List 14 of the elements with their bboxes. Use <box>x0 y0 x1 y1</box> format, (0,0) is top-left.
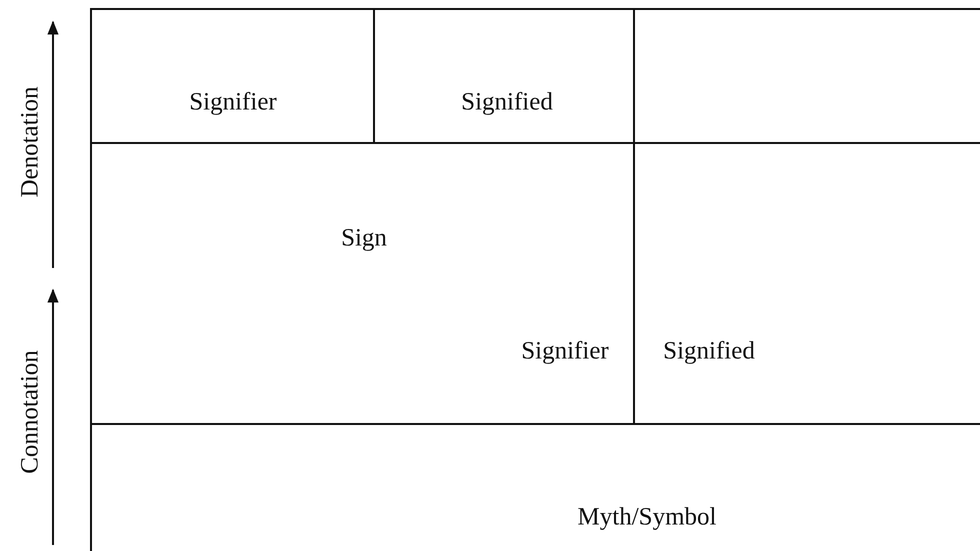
table-cell <box>90 142 633 423</box>
axis-label: Denotation <box>16 86 44 198</box>
cell-text: Myth/Symbol <box>578 503 716 531</box>
table-cell <box>90 8 373 142</box>
cell-text: Signifier <box>521 337 609 365</box>
table-cell <box>373 8 633 142</box>
cell-text: Signifier <box>189 88 277 116</box>
table-cell <box>633 142 980 423</box>
cell-text: Signified <box>461 88 553 116</box>
empty-cell <box>633 8 980 142</box>
axis-label: Connotation <box>16 350 44 474</box>
cell-text: Signified <box>663 337 755 365</box>
table-cell <box>90 423 980 551</box>
cell-text: Sign <box>341 224 387 252</box>
